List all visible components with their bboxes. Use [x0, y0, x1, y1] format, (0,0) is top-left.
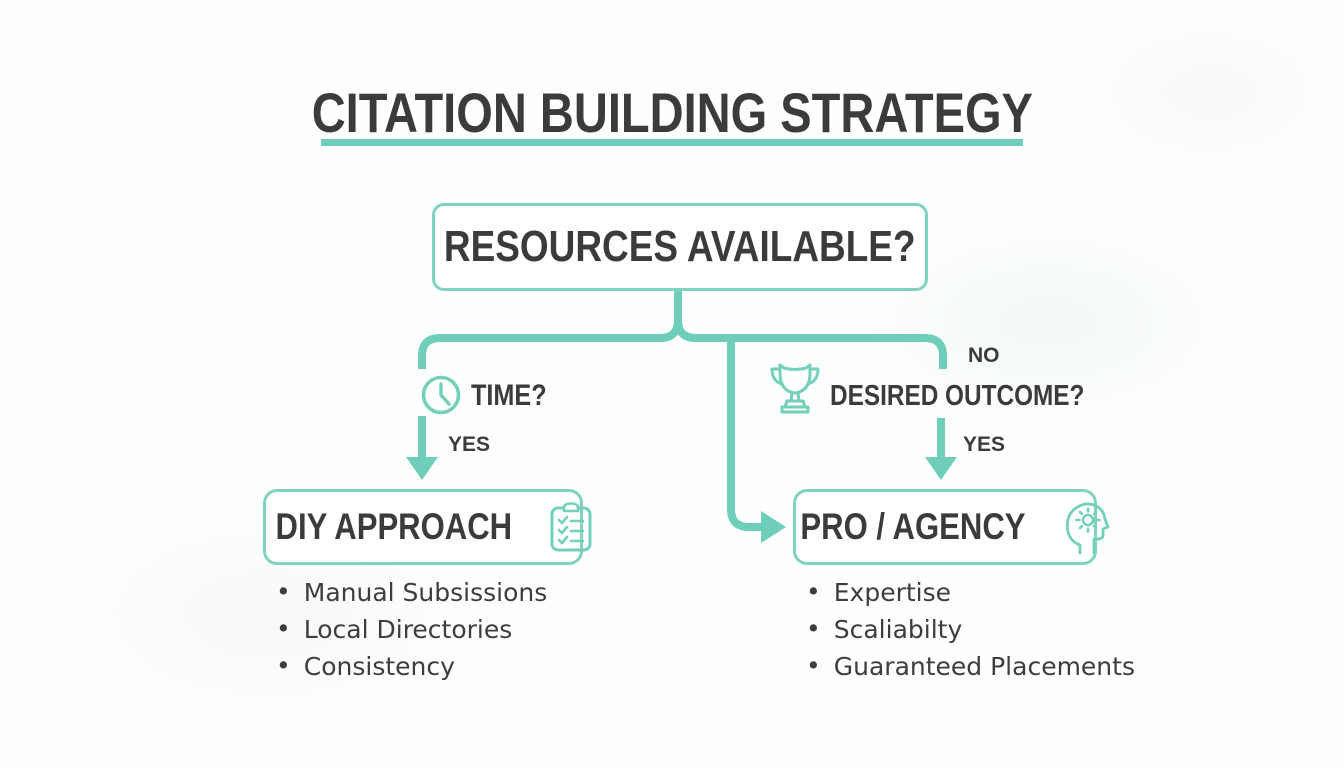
page-title: CITATION BUILDING STRATEGY — [311, 81, 1033, 144]
list-item: Local Directories — [276, 614, 547, 645]
right-no-label: NO — [968, 344, 1000, 367]
pro-bullet-list: Expertise Scaliabilty Guaranteed Placeme… — [806, 578, 1135, 689]
list-item: Consistency — [276, 651, 547, 682]
right-yes-label: YES — [963, 433, 1006, 456]
diy-item-2: Local Directories — [303, 614, 513, 644]
list-item: Expertise — [806, 578, 1135, 608]
title-underline — [321, 139, 1023, 146]
clipboard-checklist-icon — [549, 501, 593, 553]
trophy-icon — [770, 363, 820, 414]
right-question-label: DESIRED OUTCOME? — [830, 380, 1085, 412]
node-pro-agency: PRO / AGENCY — [793, 489, 1110, 565]
diy-bullet-list: Manual Subsissions Local Directories Con… — [276, 578, 548, 689]
left-question-label: TIME? — [471, 379, 547, 412]
connector-pro-elbow — [727, 338, 762, 531]
arrowhead-pro — [761, 511, 786, 543]
pro-item-3: Guaranteed Placements — [833, 651, 1135, 681]
connector-left-branch — [418, 291, 682, 369]
clock-icon — [421, 375, 461, 415]
list-item: Scaliabilty — [806, 614, 1135, 645]
left-question: TIME? — [471, 379, 561, 413]
root-question-label: RESOURCES AVAILABLE? — [444, 222, 916, 271]
node-diy-approach: DIY APPROACH — [263, 489, 592, 565]
diy-item-3: Consistency — [303, 651, 455, 681]
diy-title: DIY APPROACH — [275, 506, 513, 547]
node-resources-available: RESOURCES AVAILABLE? — [432, 203, 928, 291]
head-gear-icon — [1061, 499, 1111, 555]
pro-item-1: Expertise — [833, 578, 952, 607]
left-yes-label: YES — [448, 433, 491, 456]
pro-title: PRO / AGENCY — [800, 506, 1026, 547]
pro-item-2: Scaliabilty — [833, 614, 963, 644]
list-item: Guaranteed Placements — [806, 651, 1135, 682]
arrowhead-left-yes — [406, 457, 438, 480]
right-question: DESIRED OUTCOME? — [830, 380, 1133, 413]
page-title-wrap: CITATION BUILDING STRATEGY — [0, 80, 1344, 145]
arrowhead-right-yes — [925, 457, 957, 480]
connector-right-stub — [674, 291, 947, 369]
list-item: Manual Subsissions — [276, 578, 548, 608]
diy-item-1: Manual Subsissions — [303, 578, 548, 607]
